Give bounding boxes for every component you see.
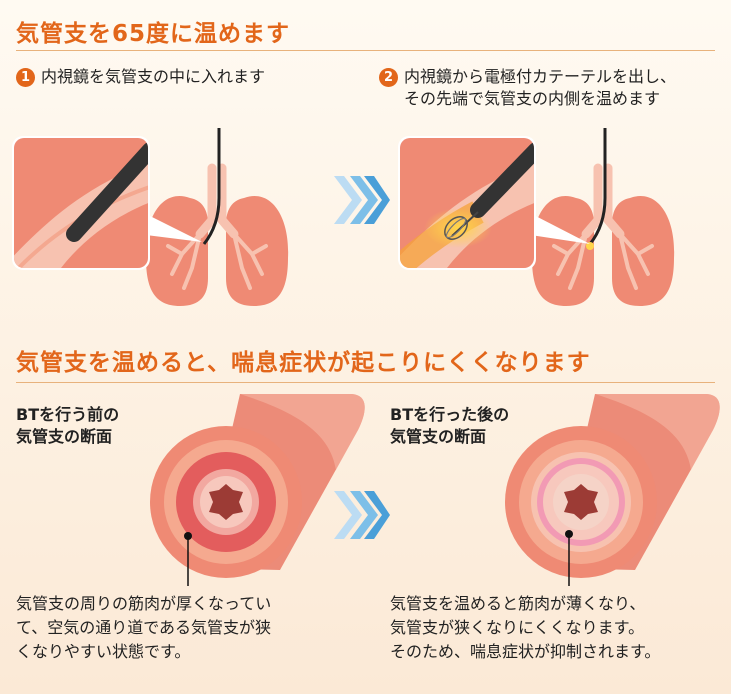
- bronchus-cross-section-after: [505, 394, 720, 586]
- after-title: BTを行った後の 気管支の断面: [390, 404, 509, 448]
- narrow-airway-lumen: [209, 484, 243, 520]
- heading-heat-bronchi: 気管支を65度に温めます: [16, 21, 291, 47]
- step-1: 1 内視鏡を気管支の中に入れます: [16, 66, 265, 88]
- before-title-line2: 気管支の断面: [16, 427, 113, 446]
- electrode-catheter-illustration: [398, 128, 675, 306]
- lungs-icon: [531, 128, 675, 306]
- after-description-line1: 気管支を温めると筋肉が薄くなり、: [390, 594, 646, 613]
- after-description-line2: 気管支が狭くなりにくくなります。: [390, 618, 645, 637]
- before-title: BTを行う前の 気管支の断面: [16, 404, 119, 448]
- after-description-line3: そのため、喘息症状が抑制されます。: [390, 642, 661, 661]
- before-description: 気管支の周りの筋肉が厚くなってい て、空気の通り道である気管支が狭 くなりやすい…: [16, 592, 346, 664]
- divider: [16, 382, 715, 383]
- step-1-text: 内視鏡を気管支の中に入れます: [41, 67, 266, 86]
- airway-lumen: [564, 484, 598, 520]
- endoscope: [66, 142, 148, 242]
- step-2: 2 内視鏡から電極付カテーテルを出し、 その先端で気管支の内側を温めます: [379, 66, 719, 110]
- endoscope-insertion-illustration: [12, 128, 289, 306]
- after-title-line1: BTを行った後の: [390, 405, 510, 424]
- after-description: 気管支を温めると筋肉が薄くなり、 気管支が狭くなりにくくなります。 そのため、喘…: [390, 592, 725, 664]
- bronchus-cross-section-before: [150, 394, 365, 586]
- step-2-text-line1: 内視鏡から電極付カテーテルを出し、: [404, 67, 677, 86]
- after-title-line2: 気管支の断面: [390, 427, 487, 446]
- before-title-line1: BTを行う前の: [16, 405, 120, 424]
- divider: [16, 50, 715, 51]
- lungs-icon: [145, 128, 289, 306]
- step-2-text-line2: その先端で気管支の内側を温めます: [404, 89, 661, 108]
- electrode-basket-icon: [444, 216, 468, 240]
- before-description-line1: 気管支の周りの筋肉が厚くなってい: [16, 594, 272, 613]
- step-2-badge: 2: [379, 68, 398, 87]
- chevron-arrows-icon: [334, 491, 390, 539]
- before-description-line2: て、空気の通り道である気管支が狭: [16, 618, 272, 637]
- chevron-arrows-icon: [334, 176, 390, 224]
- endoscope: [470, 142, 534, 218]
- step-1-badge: 1: [16, 68, 35, 87]
- heading-symptom-relief: 気管支を温めると、喘息症状が起こりにくくなります: [16, 350, 591, 376]
- before-description-line3: くなりやすい状態です。: [16, 642, 191, 661]
